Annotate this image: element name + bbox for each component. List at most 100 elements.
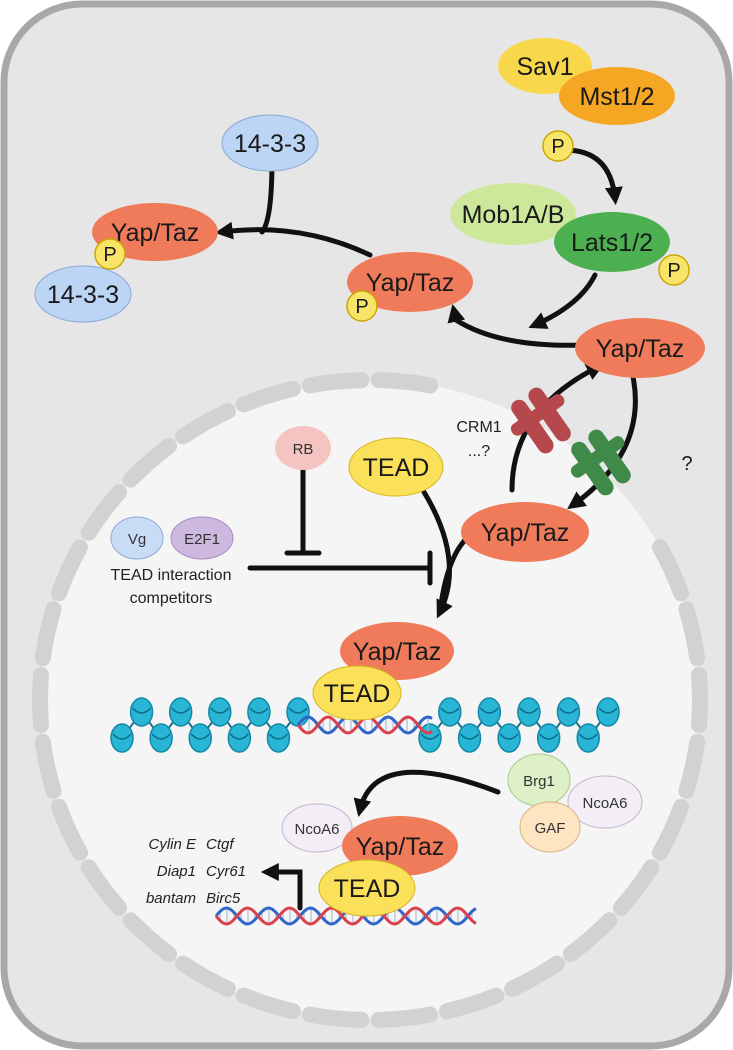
nuclear-envelope-segment xyxy=(235,987,301,1020)
dna-strand-red xyxy=(214,906,477,926)
tead-active xyxy=(318,859,416,917)
nuclear-envelope-segment xyxy=(31,666,49,734)
crm1-unknown-label: ...? xyxy=(468,443,490,460)
nucleosome xyxy=(188,723,212,753)
nucleosome xyxy=(536,723,561,753)
yaptaz-nuclear xyxy=(461,502,589,562)
gene-ctgf: Ctgf xyxy=(206,836,235,853)
tead-free-label: TEAD xyxy=(363,454,430,482)
tead-chromatin xyxy=(312,665,402,721)
chromatin-right xyxy=(418,697,620,753)
nuclear-envelope-segment xyxy=(370,372,439,394)
competitors-label-line1: TEAD interaction xyxy=(111,567,232,584)
bound-phospho-label: P xyxy=(103,244,116,266)
mob1ab-protein xyxy=(450,183,576,245)
nucleosome-wrap xyxy=(598,707,618,714)
nucleosome-wrap xyxy=(249,707,269,714)
yaptaz-nuclear-label: Yap/Taz xyxy=(481,519,569,547)
nucleosome-wrap xyxy=(558,707,579,714)
nucleosome xyxy=(168,697,193,727)
nucleosome xyxy=(596,697,620,727)
nucleosome-wrap xyxy=(519,707,539,714)
lats12-protein xyxy=(554,212,670,272)
bound-phospho xyxy=(94,238,126,270)
gene-cyclin-e: Cylin E xyxy=(148,836,197,853)
nucleosome-wrap xyxy=(440,707,460,714)
dna-strand-blue xyxy=(296,715,433,735)
yaptaz-tead-complex xyxy=(340,622,454,680)
nuclear-envelope-segment xyxy=(370,1006,439,1028)
protein-1433-bound xyxy=(34,265,132,323)
chromatin-linker xyxy=(429,710,609,740)
nuclear-envelope-segment xyxy=(34,733,62,799)
mst-phospho xyxy=(542,130,574,162)
nuclear-envelope-segment xyxy=(691,666,709,734)
e2f1-label: E2F1 xyxy=(184,531,220,548)
vg-protein xyxy=(110,516,164,560)
ncoa6-bound xyxy=(281,803,353,853)
crm1-label: CRM1 xyxy=(456,419,501,436)
e2f1-protein xyxy=(170,516,234,560)
protein-1433-free xyxy=(221,114,319,172)
nucleosome xyxy=(227,723,252,753)
rb-protein xyxy=(275,426,331,470)
tead-chromatin-label: TEAD xyxy=(324,680,391,708)
arrow-mst-to-lats xyxy=(562,147,623,206)
nuclear-envelope-segment xyxy=(175,955,236,997)
nuclear-envelope-segment xyxy=(439,987,505,1020)
nuclear-envelope-segment xyxy=(50,798,88,861)
nucleosome xyxy=(110,723,134,753)
nucleosome xyxy=(517,697,541,727)
yaptaz-phosphorylated xyxy=(347,252,473,312)
nuclear-envelope xyxy=(31,372,709,1028)
ncoa6-bound-label: NcoA6 xyxy=(294,821,339,838)
nucleosome-wrap xyxy=(268,733,289,740)
nuclear-envelope-segment xyxy=(562,912,618,962)
yaptaz-phospho xyxy=(346,290,378,322)
vg-label: Vg xyxy=(128,531,146,548)
import-channel xyxy=(570,429,631,496)
nucleosome xyxy=(149,723,173,753)
nuclear-envelope-segment xyxy=(175,403,236,445)
nuclear-envelope-segment xyxy=(235,380,301,413)
nucleosome-wrap xyxy=(190,733,210,740)
export-channel-crm1 xyxy=(510,387,571,454)
yaptaz-cytoplasm-label: Yap/Taz xyxy=(596,335,684,363)
nucleosome xyxy=(129,697,154,727)
chromatin-linker xyxy=(121,710,299,740)
nuclear-envelope-segment xyxy=(301,372,370,394)
yaptaz-cytoplasm xyxy=(575,318,705,378)
nucleosome-wrap xyxy=(112,733,132,740)
nuclear-envelope-segment xyxy=(652,798,690,861)
nuclear-envelope-segment xyxy=(80,859,128,916)
nucleosome-wrap xyxy=(420,733,440,740)
nucleosome xyxy=(438,697,462,727)
yaptaz-tead-complex-label: Yap/Taz xyxy=(353,638,441,666)
lats-phospho xyxy=(658,254,690,286)
nuclear-envelope-segment xyxy=(678,601,706,667)
arrow-lats-to-yaptaz xyxy=(528,272,598,329)
competitors-label-line2: competitors xyxy=(130,590,213,607)
gene-bantam: bantam xyxy=(146,890,196,907)
sav1-label: Sav1 xyxy=(517,53,574,81)
ncoa6-label: NcoA6 xyxy=(582,795,627,812)
nuclear-envelope-segment xyxy=(652,539,690,602)
nucleosome xyxy=(247,697,271,727)
nucleosome-wrap xyxy=(229,733,249,740)
lats-phospho-label: P xyxy=(667,260,680,282)
nucleosome xyxy=(286,697,310,727)
nucleosome xyxy=(457,723,482,753)
nuclear-envelope-segment xyxy=(34,601,62,667)
rb-label: RB xyxy=(293,441,314,458)
nucleosome xyxy=(576,723,600,753)
nuclear-envelope-segment xyxy=(301,1006,370,1028)
brg1-label: Brg1 xyxy=(523,773,555,790)
import-unknown-label: ? xyxy=(681,453,692,475)
lats12-label: Lats1/2 xyxy=(571,229,653,257)
protein-1433-free-label: 14-3-3 xyxy=(234,130,306,158)
arrow-transcription xyxy=(260,863,303,911)
nuclear-envelope-segment xyxy=(504,955,565,997)
nucleosome xyxy=(556,697,581,727)
nucleosome-wrap xyxy=(578,733,598,740)
